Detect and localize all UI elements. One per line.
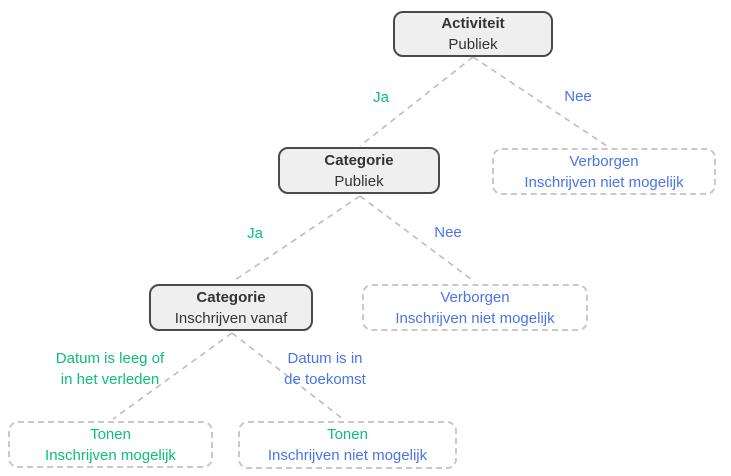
leaf-line1: Verborgen (440, 288, 510, 306)
edge-label-ja-1: Ja (373, 89, 389, 106)
edge-label-nee-1: Nee (564, 88, 592, 105)
leaf-line2: Inschrijven niet mogelijk (267, 447, 428, 464)
node-title: Categorie (324, 151, 394, 169)
node-activiteit: Activiteit Publiek (393, 11, 553, 57)
node-subtitle: Inschrijven vanaf (174, 309, 288, 327)
edge-line-activiteit-ja (359, 56, 474, 147)
leaf-tonen-niet-mogelijk: Tonen Inschrijven niet mogelijk (238, 421, 457, 469)
leaf-line2: Inschrijven niet mogelijk (524, 173, 684, 191)
edge-line-activiteit-nee (472, 56, 608, 147)
edge-line-datum-toekomst (231, 332, 344, 420)
leaf-verborgen-2: Verborgen Inschrijven niet mogelijk (362, 284, 588, 331)
edge-label-nee-2: Nee (434, 224, 462, 241)
leaf-verborgen-1: Verborgen Inschrijven niet mogelijk (492, 148, 716, 195)
edge-label-line2: de toekomst (284, 371, 366, 388)
node-subtitle: Publiek (334, 172, 384, 190)
leaf-line2: Inschrijven niet mogelijk (395, 309, 555, 327)
node-title: Activiteit (441, 15, 505, 32)
leaf-line1: Tonen (90, 425, 131, 443)
node-title: Categorie (196, 288, 266, 306)
edge-line-categorie-nee (359, 195, 476, 283)
edge-label-ja-2: Ja (247, 225, 263, 242)
edge-label-datum-toekomst: Datum is in de toekomst (245, 348, 405, 390)
node-categorie-publiek: Categorie Publiek (278, 147, 440, 194)
leaf-line1: Tonen (327, 426, 368, 443)
edge-label-line2: in het verleden (60, 371, 160, 388)
edge-label-line1: Datum is in (287, 350, 363, 367)
leaf-tonen-mogelijk: Tonen Inschrijven mogelijk (8, 421, 213, 468)
edge-line-categorie-ja (231, 195, 361, 283)
node-subtitle: Publiek (448, 36, 498, 53)
node-categorie-inschrijven-vanaf: Categorie Inschrijven vanaf (149, 284, 313, 331)
leaf-line1: Verborgen (569, 152, 639, 170)
leaf-line2: Inschrijven mogelijk (45, 446, 176, 464)
edge-line-datum-verleden (112, 332, 233, 420)
edge-label-line1: Datum is leeg of (55, 350, 165, 367)
edge-label-datum-verleden: Datum is leeg of in het verleden (30, 348, 190, 390)
